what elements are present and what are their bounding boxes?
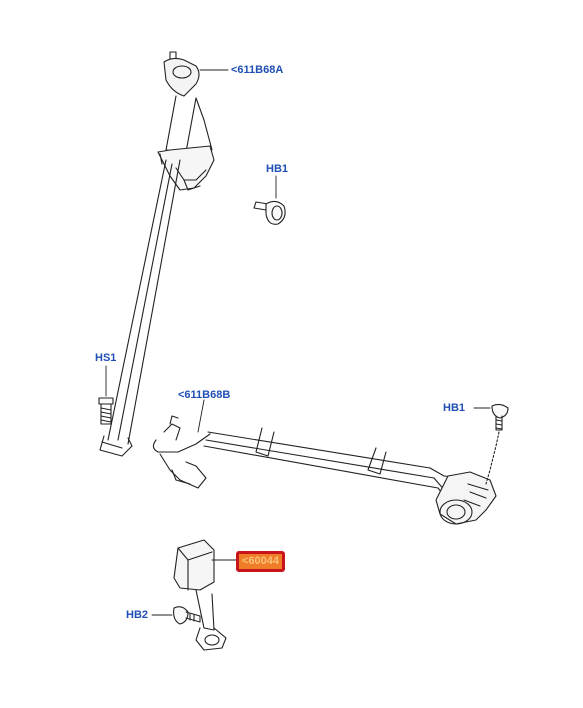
hb1-upper-bolt [253, 200, 286, 225]
callout-upper-anchor[interactable]: <611B68A [231, 64, 284, 76]
lower-lap-belt [152, 415, 491, 499]
callout-hb1-upper[interactable]: HB1 [266, 163, 289, 175]
callout-buckle-highlighted[interactable]: <60044 [236, 551, 286, 572]
hs1-bolt [98, 397, 114, 425]
lower-left-anchor [99, 435, 133, 457]
upper-anchor-part [157, 51, 215, 191]
hb2-bolt [173, 606, 201, 625]
leader-lines [105, 69, 491, 616]
callout-hb1-right[interactable]: HB1 [443, 402, 466, 414]
retractor [435, 471, 497, 525]
callout-lower-assembly[interactable]: <611B68B [178, 389, 231, 401]
belt-webbing-upper [107, 159, 181, 445]
buckle-assembly [173, 539, 227, 651]
callout-hs1[interactable]: HS1 [95, 352, 117, 364]
callout-hb2[interactable]: HB2 [126, 609, 149, 621]
leader-lower-assembly [197, 399, 205, 433]
hb1-right-bolt [485, 403, 509, 485]
